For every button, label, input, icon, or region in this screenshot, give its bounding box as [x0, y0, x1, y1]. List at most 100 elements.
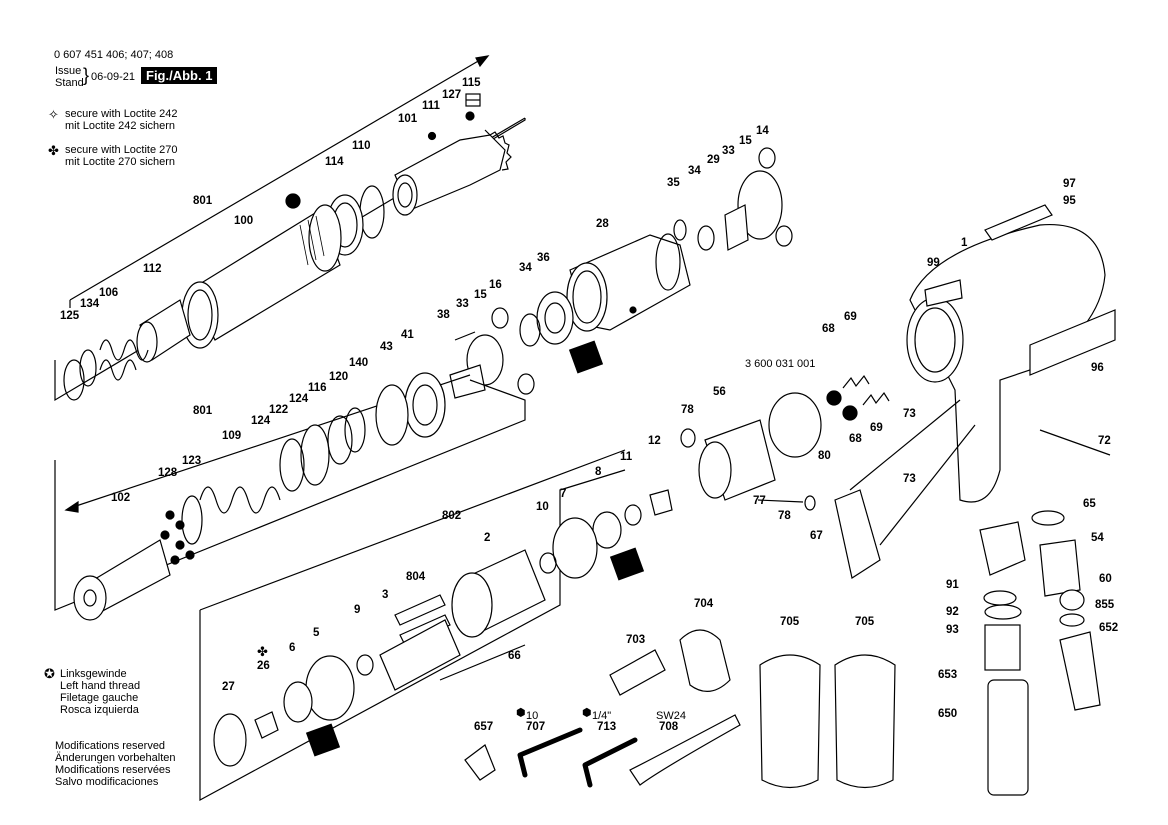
callout-109: 109 — [222, 430, 242, 442]
part-705-handle-a — [759, 654, 821, 789]
part-78-plug-a — [680, 428, 696, 448]
grease-symbol-1 — [568, 340, 604, 374]
part-6-bearing — [283, 681, 313, 723]
callout-9: 9 — [354, 604, 361, 616]
part-12-screw — [649, 489, 673, 516]
part-115-screw — [465, 93, 481, 107]
part-2-cylinder — [451, 549, 546, 638]
loctite-242-line1: secure with Loctite 242 — [65, 108, 178, 120]
part-708-wrench — [629, 714, 741, 786]
callout-705-b: 705 — [855, 616, 875, 628]
part-68-ball-b — [842, 405, 858, 421]
callout-705-a: 705 — [780, 616, 800, 628]
part-100-housing — [181, 204, 342, 349]
callout-97: 97 — [1063, 178, 1076, 190]
callout-67: 67 — [810, 530, 823, 542]
part-7-cylinder-plate — [552, 517, 598, 579]
callout-703: 703 — [626, 634, 646, 646]
callout-801-lower: 801 — [193, 405, 213, 417]
grease-symbol-3 — [305, 723, 341, 757]
callout-707: 707 — [526, 721, 546, 733]
part-106-spring — [99, 339, 149, 361]
left-thread-symbol — [285, 193, 301, 209]
part-34-washer-upper — [697, 225, 715, 251]
callout-713: 713 — [597, 721, 617, 733]
part-96-label — [1029, 309, 1116, 376]
callout-80: 80 — [818, 450, 831, 462]
loctite-270-line1: secure with Loctite 270 — [65, 144, 178, 156]
callout-92: 92 — [946, 606, 959, 618]
left-thread-icon: ✪ — [44, 666, 55, 681]
part-35-clip — [673, 219, 687, 241]
part-99-label — [924, 279, 963, 307]
hex-10-label: 10 — [526, 710, 539, 722]
part-43-cage — [375, 384, 409, 446]
part-77-pin — [757, 499, 804, 503]
part-125-ring — [63, 359, 85, 401]
part-72-pin — [1039, 429, 1111, 456]
part-26-screw — [254, 711, 279, 739]
modifications-line2: Änderungen vorbehalten — [55, 752, 176, 764]
callout-78-lower: 78 — [778, 510, 791, 522]
callout-122: 122 — [269, 404, 289, 416]
part-112-nut — [136, 299, 191, 363]
callout-120: 120 — [329, 371, 349, 383]
part-140-ring — [344, 407, 366, 453]
callout-54: 54 — [1091, 532, 1104, 544]
callout-106: 106 — [99, 287, 119, 299]
loctite-242-icon: ✧ — [48, 107, 59, 122]
part-65-oring — [1031, 510, 1065, 526]
callout-708: 708 — [659, 721, 679, 733]
part-numbers: 0 607 451 406; 407; 408 — [54, 49, 174, 61]
callout-36: 36 — [537, 252, 550, 264]
assembly-801-upper-arrow — [69, 55, 490, 308]
part-855-ring — [1059, 613, 1085, 627]
part-93-ring — [984, 604, 1022, 620]
callout-73-upper: 73 — [903, 408, 916, 420]
loctite-270-line2: mit Loctite 270 sichern — [65, 156, 176, 168]
part-69-spring-a — [842, 374, 870, 389]
callout-33-lower: 33 — [456, 298, 469, 310]
part-128-balls — [160, 510, 195, 565]
issue-label-de: Stand — [55, 77, 84, 89]
callout-56: 56 — [713, 386, 726, 398]
callout-15-upper: 15 — [739, 135, 752, 147]
callout-35: 35 — [667, 177, 680, 189]
brace-icon: } — [83, 65, 90, 85]
callout-6: 6 — [289, 642, 296, 654]
part-657-clip — [464, 744, 496, 781]
part-41-bearing — [404, 372, 446, 438]
part-29-carrier — [724, 170, 783, 251]
callout-34-upper: 34 — [688, 165, 701, 177]
issue-label-en: Issue — [55, 65, 82, 77]
part-111-ball — [427, 131, 437, 141]
part-66-rod — [439, 644, 526, 681]
part-38-carrier — [449, 334, 504, 399]
callout-95: 95 — [1063, 195, 1076, 207]
part-120-ring — [327, 415, 353, 465]
part-73-rod-a — [849, 399, 961, 491]
callout-111: 111 — [422, 100, 440, 112]
callout-66: 66 — [508, 650, 521, 662]
loctite-270-icon: ✤ — [48, 143, 59, 158]
part-33-pin — [454, 331, 476, 341]
callout-29: 29 — [707, 154, 720, 166]
part-28-ring-gear — [566, 233, 691, 332]
part-703-adapter — [609, 649, 666, 696]
part-95-nameplate — [984, 204, 1053, 241]
callout-650: 650 — [938, 708, 958, 720]
callout-33-upper: 33 — [722, 145, 735, 157]
part-124-washer — [279, 438, 305, 492]
left-thread-line3: Filetage gauche — [60, 692, 139, 704]
part-650-muffler — [987, 679, 1029, 796]
part-78-plug-b — [804, 495, 816, 511]
part-101-spindle — [392, 129, 512, 216]
part-127-ball — [465, 111, 475, 121]
callout-123: 123 — [182, 455, 202, 467]
part-5-end-plate — [305, 655, 355, 721]
loctite-270-marker-icon: ✤ — [257, 644, 268, 659]
callout-8: 8 — [595, 466, 602, 478]
assembly-801-lower-frame — [54, 379, 526, 611]
callout-124-lower: 124 — [251, 415, 271, 427]
callout-101: 101 — [398, 113, 418, 125]
